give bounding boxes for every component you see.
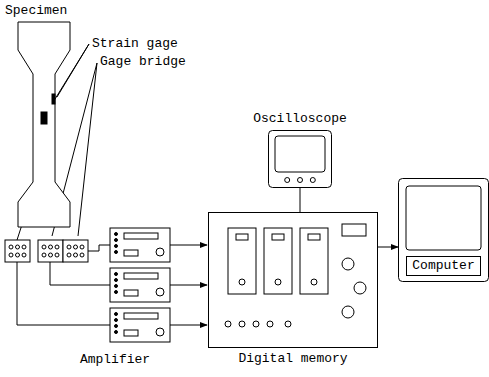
strain-gage-mark: [52, 94, 55, 104]
specimen-shape: [18, 22, 70, 227]
oscilloscope: Oscilloscope: [268, 130, 332, 188]
signal-connector: [300, 188, 301, 212]
node-label: Specimen: [5, 3, 67, 19]
computer-monitor: Computer: [398, 178, 489, 282]
specimen: Specimen: [18, 22, 70, 227]
amplifier-unit: [110, 228, 170, 342]
signal-connector: [378, 247, 398, 248]
node-label: Oscilloscope: [253, 111, 347, 127]
gage-bridge-label: Gage bridge: [100, 54, 186, 70]
strain-gage-mark: [41, 112, 47, 124]
strain-gage-label: Strain gage: [92, 36, 178, 52]
node-outline: [18, 22, 70, 227]
signal-arrows: [170, 245, 207, 325]
digital-memory: Digital memory: [208, 212, 378, 348]
amplifier-label: Amplifier: [80, 352, 150, 368]
node-label: Digital memory: [238, 351, 347, 367]
node-outline: [268, 130, 332, 188]
gage-bridge: [5, 240, 88, 262]
node-outline: [208, 212, 378, 348]
node-label: Computer: [406, 256, 480, 276]
